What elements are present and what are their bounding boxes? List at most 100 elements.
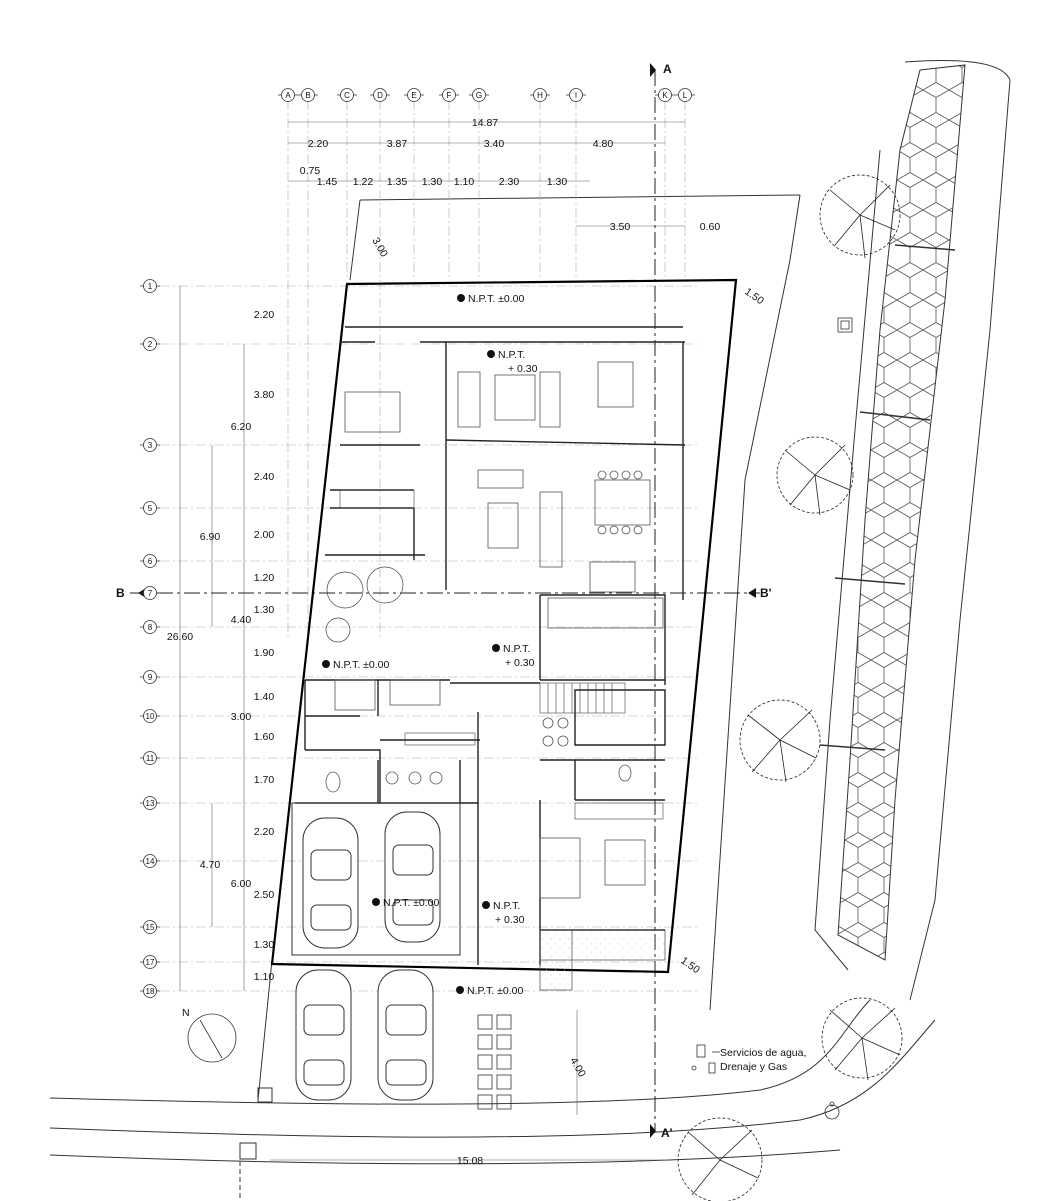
services-symbol [691,1044,720,1074]
dining-table-icon [597,361,634,408]
svg-text:N.P.T. ±0.00: N.P.T. ±0.00 [333,659,390,671]
svg-text:A: A [285,91,291,100]
grid-bubble-2: 2 [140,337,160,351]
house-outline [270,278,738,974]
svg-text:N.P.T.: N.P.T. [498,349,525,361]
dim-top-2: 3.87 [387,138,408,150]
svg-text:B: B [305,91,310,100]
grid-bubble-1: 1 [140,279,160,293]
svg-text:10: 10 [146,712,155,721]
svg-text:1.90: 1.90 [254,647,275,659]
svg-text:1.40: 1.40 [254,691,275,703]
section-lines [130,70,760,1130]
sofa-icon [477,469,524,489]
kitchen-island-icon [589,561,636,593]
svg-text:1: 1 [148,282,153,291]
svg-text:2.20: 2.20 [254,826,275,838]
bed-icon [344,391,401,433]
toilet-icon [618,764,632,782]
svg-text:N.P.T.: N.P.T. [503,643,530,655]
section-b-prime-marker [748,588,756,598]
dim-top-sub-8: 1.30 [547,176,568,188]
top-dimensions: 14.87 2.20 3.87 3.40 4.80 0.75 1.45 1.22… [300,117,766,976]
dim-top-sub-5: 1.30 [422,176,443,188]
dim-top-right-2: 0.60 [700,221,721,233]
dim-top-sub-2: 1.45 [317,176,338,188]
svg-text:9: 9 [148,673,153,682]
section-a-prime-marker [650,1124,656,1138]
accessibility-icon [824,1101,840,1120]
dim-top-sub-7: 2.30 [499,176,520,188]
dim-diag-right-bottom: 1.50 [678,955,702,977]
grid-bubble-l: L [675,88,695,102]
svg-text:6.20: 6.20 [231,421,252,433]
svg-text:N.P.T. ±0.00: N.P.T. ±0.00 [467,985,524,997]
grid-bubble-5: 5 [140,501,160,515]
svg-text:1.30: 1.30 [254,604,275,616]
svg-text:3: 3 [148,441,153,450]
meter-icon [837,317,853,333]
dim-driveway: 4.00 [567,1056,588,1080]
svg-text:I: I [575,91,577,100]
section-b-label: B [116,586,125,600]
svg-text:F: F [447,91,452,100]
grid-bubble-b: B [298,88,318,102]
svg-text:6: 6 [148,557,153,566]
tree-icon [677,1117,763,1201]
dimension-lines [179,121,685,1161]
grid-bubble-14: 14 [140,854,160,868]
svg-text:G: G [476,91,482,100]
dining-table-icon [594,479,651,526]
grid-bubble-8: 8 [140,620,160,634]
level-marker-left: N.P.T. ±0.00 [322,659,390,671]
grid-lines [160,100,700,992]
grid-bubble-e: E [404,88,424,102]
trees [677,174,903,1201]
grid-bubble-h: H [530,88,550,102]
north-label: N [182,1007,190,1019]
stepping-stones [477,1014,512,1110]
svg-text:+ 0.30: + 0.30 [505,657,535,669]
section-a-marker [650,63,656,77]
grid-bubble-15: 15 [140,920,160,934]
level-marker-living: N.P.T.+ 0.30 [487,349,538,375]
desk-icon [604,839,646,886]
svg-text:6.90: 6.90 [200,531,221,543]
svg-text:5: 5 [148,504,153,513]
svg-text:7: 7 [148,589,153,598]
svg-text:4.40: 4.40 [231,614,252,626]
dim-top-sub-4: 1.35 [387,176,408,188]
dim-top-total: 14.87 [472,117,498,129]
section-b-prime-label: B' [760,586,772,600]
svg-text:13: 13 [146,799,155,808]
dim-diag-left: 3.00 [369,236,390,260]
tree-icon [821,997,903,1081]
tree-icon [776,436,854,516]
dim-top-3: 3.40 [484,138,505,150]
tree-icon [739,699,821,783]
north-arrow: N [182,1007,237,1063]
grid-bubble-9: 9 [140,670,160,684]
garden [325,566,666,991]
site-boundary [49,194,936,1200]
dim-top-4: 4.80 [593,138,614,150]
car-icon [377,969,434,1101]
stairs [339,489,664,820]
level-marker-garage: N.P.T. ±0.00 [372,897,440,909]
dim-bottom: 15.08 [457,1155,483,1167]
dim-left-total: 26.60 [167,631,193,643]
svg-text:11: 11 [146,754,155,763]
dim-top-sub-1: 0.75 [300,165,321,177]
sofa-icon [539,371,561,428]
column-grid-bubbles: A B C D E F G H I K L [278,88,695,102]
svg-text:14: 14 [146,857,155,866]
car-icon [295,969,352,1101]
svg-text:C: C [344,91,350,100]
svg-text:D: D [377,91,383,100]
grid-bubble-i: I [566,88,586,102]
svg-text:1.30: 1.30 [254,939,275,951]
hex-paving-strip [814,60,1011,1001]
grid-bubble-a: A [278,88,298,102]
svg-text:2: 2 [148,340,153,349]
section-a-label: A [663,62,672,76]
